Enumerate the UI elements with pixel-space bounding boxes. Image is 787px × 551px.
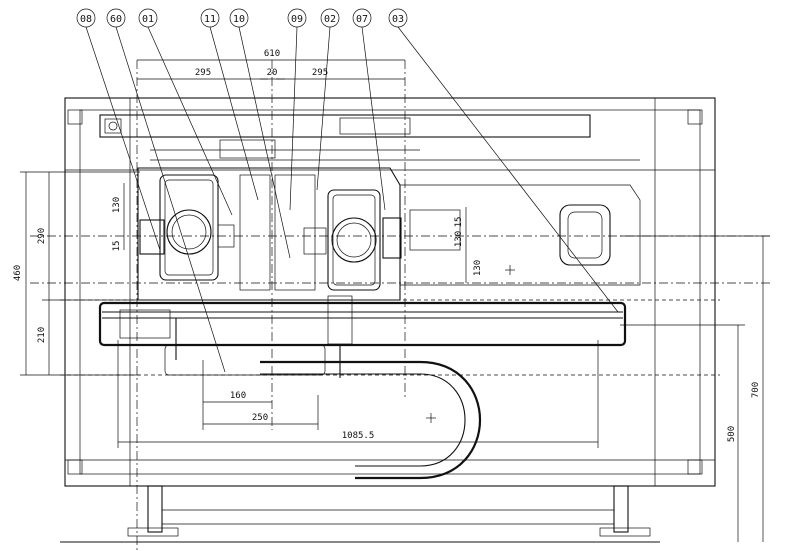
- base-frame: [64, 97, 716, 487]
- svg-text:09: 09: [291, 14, 303, 25]
- dim-210: 210: [37, 327, 47, 343]
- balloon-01: 01: [138, 8, 158, 28]
- svg-text:08: 08: [80, 14, 92, 25]
- svg-text:11: 11: [204, 14, 216, 25]
- dim-610: 610: [264, 49, 280, 59]
- balloon-60: 60: [106, 8, 126, 28]
- left-spindle-unit: [139, 174, 271, 291]
- dim-700: 700: [751, 382, 761, 398]
- right-spindle-unit: [274, 174, 402, 291]
- dimension-labels: 610 295 20 295 460 290 210 130 15 15 130…: [13, 49, 761, 442]
- balloon-07: 07: [352, 8, 372, 28]
- dim-130-right-a: 130: [454, 231, 464, 247]
- svg-text:01: 01: [142, 14, 154, 25]
- dim-290: 290: [37, 228, 47, 244]
- part-balloons: 08 60 01 11 10 09 02 07: [76, 8, 408, 28]
- leader-lines: [85, 26, 619, 373]
- balloon-11: 11: [200, 8, 220, 28]
- svg-text:03: 03: [392, 14, 404, 25]
- svg-text:10: 10: [233, 14, 245, 25]
- dim-130-right-b: 130: [473, 260, 483, 276]
- svg-text:07: 07: [356, 14, 368, 25]
- balloon-08: 08: [76, 8, 96, 28]
- balloon-10: 10: [229, 8, 249, 28]
- dim-250: 250: [252, 413, 268, 423]
- dim-500: 500: [727, 426, 737, 442]
- dim-15-left: 15: [112, 241, 122, 252]
- balloon-03: 03: [388, 8, 408, 28]
- center-lines: [30, 60, 770, 551]
- cable-chain: [260, 360, 481, 480]
- linear-axis: [98, 295, 627, 378]
- dim-295-left: 295: [195, 68, 211, 78]
- dim-460: 460: [13, 265, 23, 281]
- dim-15-right: 15: [454, 217, 464, 228]
- svg-text:60: 60: [110, 14, 122, 25]
- support-legs: [60, 485, 660, 543]
- dim-295-right: 295: [312, 68, 328, 78]
- carriage-plate: [137, 167, 641, 301]
- dim-20: 20: [267, 68, 278, 78]
- dim-130-left: 130: [112, 197, 122, 213]
- top-rail: [99, 114, 640, 161]
- balloon-02: 02: [320, 8, 340, 28]
- balloon-09: 09: [287, 8, 307, 28]
- svg-text:02: 02: [324, 14, 336, 25]
- dim-160: 160: [230, 391, 246, 401]
- dimension-lines: [20, 59, 770, 542]
- dim-1085-5: 1085.5: [342, 431, 375, 441]
